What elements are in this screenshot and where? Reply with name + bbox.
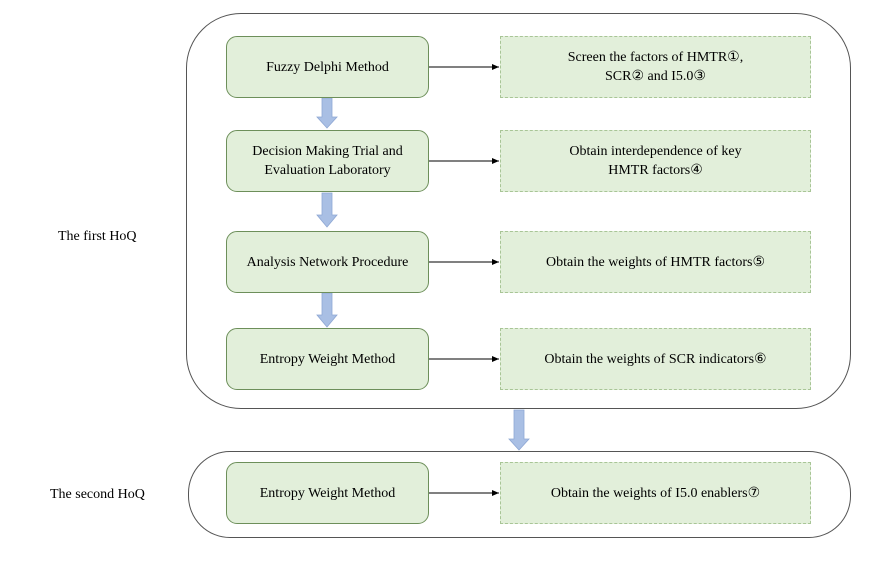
result-box-4: Obtain the weights of SCR indicators⑥ (500, 328, 811, 390)
method-label: Entropy Weight Method (259, 485, 396, 501)
result-label: Obtain the weights of SCR indicators⑥ (544, 351, 767, 367)
result-box-5: Obtain the weights of I5.0 enablers⑦ (500, 462, 811, 524)
method-box-entropy-1: Entropy Weight Method (226, 328, 429, 390)
method-box-dematel: Decision Making Trial and Evaluation Lab… (226, 130, 429, 192)
result-box-2: Obtain interdependence of key HMTR facto… (500, 130, 811, 192)
result-label: Obtain the weights of HMTR factors⑤ (545, 254, 765, 270)
method-label: Fuzzy Delphi Method (266, 59, 389, 75)
flow-arrow-2 (316, 192, 338, 228)
method-box-entropy-2: Entropy Weight Method (226, 462, 429, 524)
result-box-1: Screen the factors of HMTR①, SCR② and I5… (500, 36, 811, 98)
second-hoq-label: The second HoQ (50, 487, 145, 502)
result-box-3: Obtain the weights of HMTR factors⑤ (500, 231, 811, 293)
flow-arrow-3 (316, 292, 338, 328)
method-label: Decision Making Trial and Evaluation Lab… (252, 144, 403, 178)
flow-arrow-1 (316, 97, 338, 129)
flow-arrow-4 (508, 409, 530, 451)
result-label: Obtain the weights of I5.0 enablers⑦ (550, 485, 761, 501)
result-label: Obtain interdependence of key HMTR facto… (569, 144, 742, 178)
method-label: Entropy Weight Method (259, 351, 396, 367)
result-label: Screen the factors of HMTR①, SCR② and I5… (567, 50, 744, 84)
first-hoq-label: The first HoQ (58, 229, 137, 244)
method-box-fuzzy-delphi: Fuzzy Delphi Method (226, 36, 429, 98)
method-label: Analysis Network Procedure (246, 254, 409, 270)
method-box-anp: Analysis Network Procedure (226, 231, 429, 293)
